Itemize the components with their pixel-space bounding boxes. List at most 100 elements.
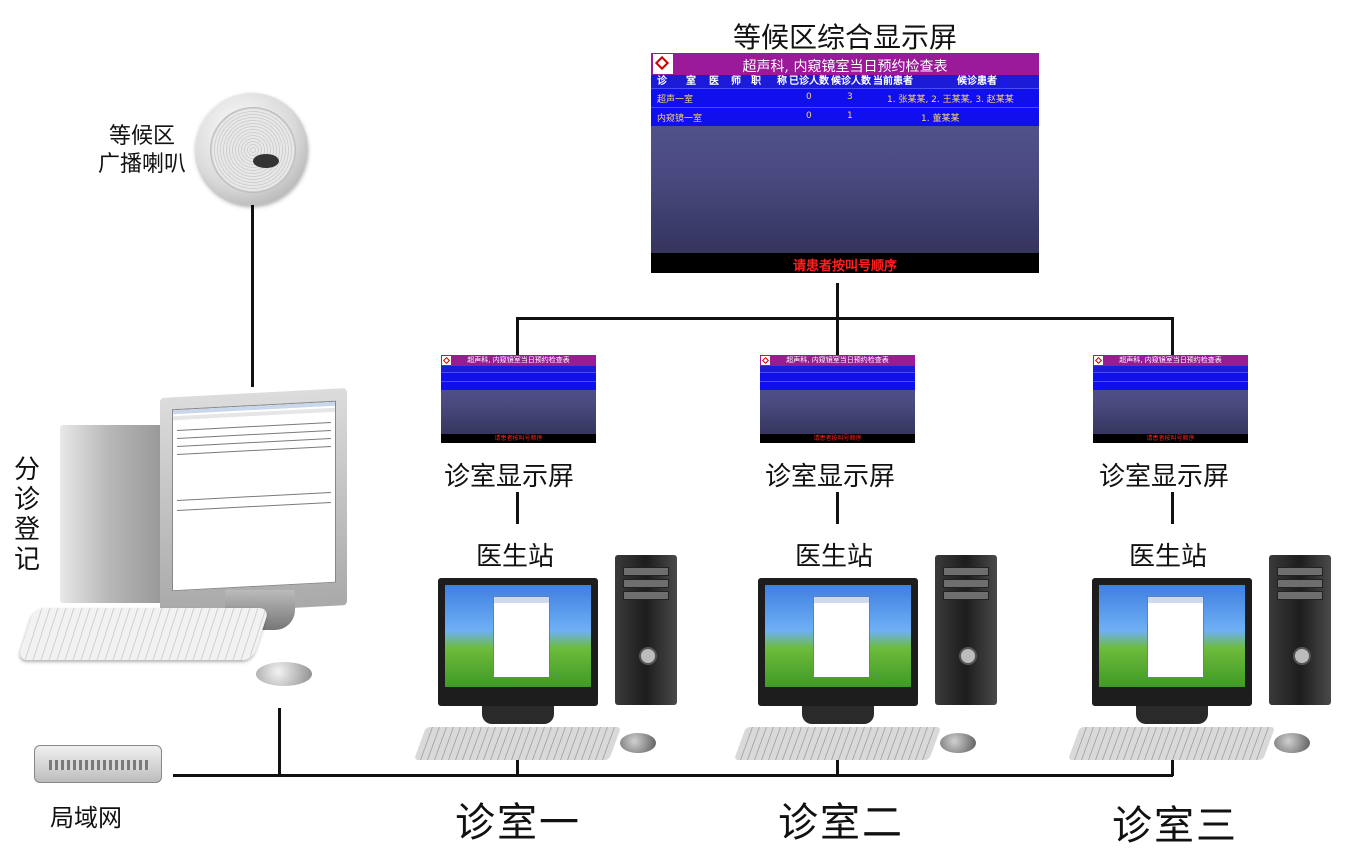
small-screen-header-text: 超声科, 内窥镜室当日预约检查表 xyxy=(1119,356,1222,364)
col-label: 师 xyxy=(731,76,741,87)
room3-doctor-workstation xyxy=(1067,555,1331,760)
room3-display: 超声科, 内窥镜室当日预约检查表 请患者按叫号顺序 xyxy=(1093,355,1248,443)
room2-display-label: 诊室显示屏 xyxy=(765,462,896,492)
room3-station-label: 医生站 xyxy=(1129,542,1208,572)
small-screen-row xyxy=(760,372,915,381)
registration-label: 分 诊 登 记 xyxy=(14,455,40,575)
speaker-label-line1: 等候区 xyxy=(109,124,176,149)
room3-display-to-station xyxy=(1171,492,1174,524)
small-screen-header-text: 超声科, 内窥镜室当日预约检查表 xyxy=(786,356,889,364)
waiting-display-title: 等候区综合显示屏 xyxy=(733,21,958,54)
col-label: 室 xyxy=(686,76,696,87)
mouse-icon xyxy=(1274,733,1310,753)
computer-tower-icon xyxy=(935,555,997,705)
registration-mouse-icon xyxy=(256,662,312,686)
keyboard-icon xyxy=(1067,727,1276,760)
small-screen-columns xyxy=(760,366,915,372)
room2-display-to-station xyxy=(836,492,839,524)
small-screen-footer: 请患者按叫号顺序 xyxy=(441,434,596,443)
room1-label: 诊室一 xyxy=(455,800,581,846)
room1-display-drop xyxy=(516,317,519,355)
room2-display-drop xyxy=(836,317,839,355)
small-screen-footer-text: 请患者按叫号顺序 xyxy=(1146,435,1195,442)
keyboard-icon xyxy=(733,727,942,760)
room3-label: 诊室三 xyxy=(1112,803,1238,849)
big-screen-row: 内窥镜一室 0 1 1. 董某某 xyxy=(651,107,1039,126)
monitor-icon xyxy=(1092,578,1252,706)
big-screen-header-text: 超声科, 内窥镜室当日预约检查表 xyxy=(742,59,948,75)
row-waiting: 1 xyxy=(847,111,853,121)
registration-label-char: 登 xyxy=(14,515,41,545)
small-screen-footer: 请患者按叫号顺序 xyxy=(1093,434,1248,443)
speaker-label: 等候区 广播喇叭 xyxy=(98,123,186,179)
room2-station-label: 医生站 xyxy=(795,542,874,572)
mouse-icon xyxy=(940,733,976,753)
hospital-logo-icon xyxy=(653,54,673,74)
room1-display-to-station xyxy=(516,492,519,524)
room1-display: 超声科, 内窥镜室当日预约检查表 请患者按叫号顺序 xyxy=(441,355,596,443)
col-label: 当前患者 xyxy=(873,76,913,87)
registration-label-char: 诊 xyxy=(14,485,41,515)
row-queue: 1. 张某某, 2. 王某某, 3. 赵某某 xyxy=(887,95,1014,105)
row-room: 内窥镜一室 xyxy=(657,114,703,124)
display-bus-line xyxy=(516,317,1174,320)
monitor-stand xyxy=(802,706,874,724)
registration-monitor-icon xyxy=(160,388,347,615)
small-screen-footer-text: 请患者按叫号顺序 xyxy=(494,435,543,442)
row-queue: 1. 董某某 xyxy=(921,114,960,124)
small-screen-columns xyxy=(441,366,596,372)
speaker-to-pc-line xyxy=(251,205,254,387)
small-screen-row xyxy=(1093,381,1248,390)
mouse-icon xyxy=(620,733,656,753)
col-label: 诊 xyxy=(657,76,667,87)
room2-display: 超声科, 内窥镜室当日预约检查表 请患者按叫号顺序 xyxy=(760,355,915,443)
col-label: 医 xyxy=(709,76,719,87)
small-screen-header-text: 超声科, 内窥镜室当日预约检查表 xyxy=(467,356,570,364)
big-screen-drop-line xyxy=(836,283,839,319)
big-screen-footer-text: 请患者按叫号顺序 xyxy=(792,259,897,273)
registration-label-char: 分 xyxy=(14,455,41,485)
col-label: 职 xyxy=(751,76,761,87)
room3-display-drop xyxy=(1171,317,1174,355)
computer-tower-icon xyxy=(615,555,677,705)
lan-bus-line xyxy=(173,774,1173,777)
small-screen-header: 超声科, 内窥镜室当日预约检查表 xyxy=(1093,355,1248,366)
registration-label-char: 记 xyxy=(14,545,41,575)
big-screen-footer: 请患者按叫号顺序 xyxy=(651,253,1039,273)
big-screen-column-row: 诊 室 医 师 职 称 已诊人数 候诊人数 当前患者 候诊患者 xyxy=(651,75,1039,88)
small-screen-footer-text: 请患者按叫号顺序 xyxy=(813,435,862,442)
monitor-icon xyxy=(438,578,598,706)
lan-label: 局域网 xyxy=(50,804,122,832)
speaker-label-line2: 广播喇叭 xyxy=(98,152,187,177)
room3-display-label: 诊室显示屏 xyxy=(1099,462,1230,492)
room1-display-label: 诊室显示屏 xyxy=(444,462,575,492)
computer-tower-icon xyxy=(1269,555,1331,705)
hospital-logo-icon xyxy=(1094,356,1103,365)
row-done: 0 xyxy=(806,111,812,121)
small-screen-header: 超声科, 内窥镜室当日预约检查表 xyxy=(441,355,596,366)
keyboard-icon xyxy=(413,727,622,760)
col-label: 已诊人数 xyxy=(789,76,829,87)
waiting-area-display: 超声科, 内窥镜室当日预约检查表 诊 室 医 师 职 称 已诊人数 候诊人数 当… xyxy=(651,53,1039,273)
small-screen-header: 超声科, 内窥镜室当日预约检查表 xyxy=(760,355,915,366)
col-label: 称 xyxy=(777,76,787,87)
monitor-icon xyxy=(758,578,918,706)
small-screen-row xyxy=(760,381,915,390)
col-label: 候诊患者 xyxy=(957,76,997,87)
monitor-stand xyxy=(1136,706,1208,724)
big-screen-header: 超声科, 内窥镜室当日预约检查表 xyxy=(651,53,1039,75)
small-screen-row xyxy=(1093,372,1248,381)
room1-doctor-workstation xyxy=(413,555,677,760)
monitor-stand xyxy=(482,706,554,724)
big-screen-row: 超声一室 0 3 1. 张某某, 2. 王某某, 3. 赵某某 xyxy=(651,88,1039,107)
registration-keyboard-icon xyxy=(17,608,270,660)
room2-label: 诊室二 xyxy=(778,800,904,846)
row-room: 超声一室 xyxy=(657,95,694,105)
broadcast-speaker-icon xyxy=(196,93,308,205)
col-label: 候诊人数 xyxy=(831,76,871,87)
small-screen-row xyxy=(441,381,596,390)
room1-station-label: 医生站 xyxy=(476,542,555,572)
pc-to-lan-line xyxy=(278,708,281,776)
hospital-logo-icon xyxy=(761,356,770,365)
lan-switch-icon xyxy=(34,745,162,783)
